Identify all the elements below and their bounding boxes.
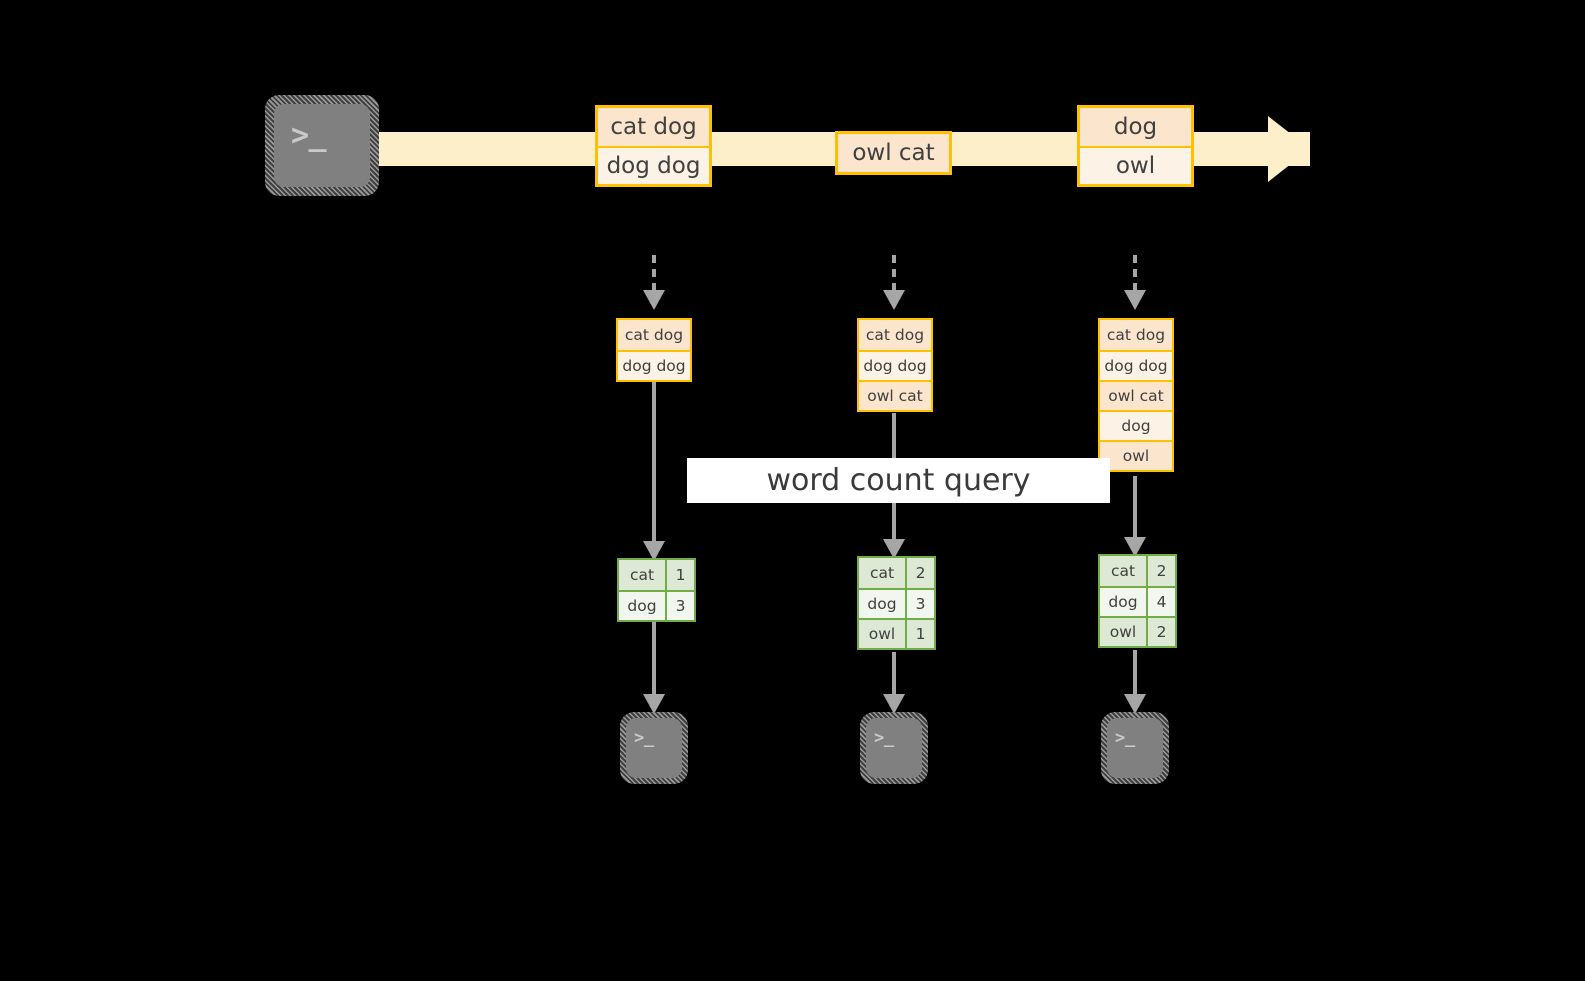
snapshot-3-line-5: owl bbox=[1100, 440, 1172, 470]
snapshot-3-line-2: dog dog bbox=[1100, 350, 1172, 380]
ingest-arrow-line-3 bbox=[1133, 255, 1137, 291]
table-row: dog 3 bbox=[859, 588, 934, 618]
stream-event-2-line-1: owl cat bbox=[838, 134, 949, 172]
terminal-prompt-glyph: >_ bbox=[291, 118, 327, 153]
snapshot-2-result: cat 2 dog 3 owl 1 bbox=[857, 556, 936, 650]
result-count: 3 bbox=[667, 592, 694, 620]
ingest-arrow-line-2 bbox=[892, 255, 896, 291]
sink-arrow-head-3 bbox=[1124, 694, 1146, 714]
snapshot-3-result: cat 2 dog 4 owl 2 bbox=[1098, 554, 1177, 648]
terminal-body bbox=[626, 718, 682, 778]
dashed-down-arrow-icon bbox=[883, 290, 905, 310]
snapshot-2-line-2: dog dog bbox=[859, 350, 931, 380]
terminal-prompt-glyph: >_ bbox=[634, 728, 654, 748]
ingest-arrow-line-1 bbox=[652, 255, 656, 291]
sink-terminal-icon-1: >_ bbox=[620, 712, 688, 784]
result-count: 1 bbox=[907, 620, 934, 648]
terminal-body bbox=[866, 718, 922, 778]
result-count: 1 bbox=[667, 560, 694, 590]
table-row: dog 3 bbox=[619, 590, 694, 620]
snapshot-1-line-2: dog dog bbox=[618, 350, 690, 380]
sink-arrow-line-3 bbox=[1133, 650, 1137, 696]
terminal-prompt-glyph: >_ bbox=[1115, 728, 1135, 748]
stream-event-3-line-1: dog bbox=[1080, 108, 1191, 146]
stream-event-2: owl cat bbox=[835, 131, 952, 175]
snapshot-3-line-1: cat dog bbox=[1100, 320, 1172, 350]
query-label-text: word count query bbox=[766, 463, 1031, 498]
snapshot-1-line-1: cat dog bbox=[618, 320, 690, 350]
result-word: owl bbox=[1100, 618, 1148, 646]
sink-arrow-line-2 bbox=[892, 652, 896, 696]
sink-terminal-icon-3: >_ bbox=[1101, 712, 1169, 784]
snapshot-2-line-1: cat dog bbox=[859, 320, 931, 350]
dashed-down-arrow-icon bbox=[1124, 290, 1146, 310]
stream-event-1-line-2: dog dog bbox=[598, 146, 709, 184]
sink-terminal-icon-2: >_ bbox=[860, 712, 928, 784]
snapshot-1-result: cat 1 dog 3 bbox=[617, 558, 696, 622]
result-count: 2 bbox=[907, 558, 934, 588]
stream-event-1: cat dog dog dog bbox=[595, 105, 712, 187]
snapshot-3-line-3: owl cat bbox=[1100, 380, 1172, 410]
sink-arrow-head-2 bbox=[883, 694, 905, 714]
terminal-prompt-glyph: >_ bbox=[874, 728, 894, 748]
query-arrow-head-3 bbox=[1124, 537, 1146, 557]
query-arrow-line-3 bbox=[1133, 476, 1137, 539]
source-terminal-icon: >_ bbox=[265, 95, 379, 196]
dashed-down-arrow-icon bbox=[643, 290, 665, 310]
query-arrow-head-2 bbox=[883, 539, 905, 559]
result-word: dog bbox=[1100, 588, 1148, 616]
result-word: dog bbox=[619, 592, 667, 620]
result-word: cat bbox=[859, 558, 907, 588]
table-row: cat 2 bbox=[1100, 556, 1175, 586]
query-arrow-head-1 bbox=[643, 541, 665, 561]
result-word: owl bbox=[859, 620, 907, 648]
result-count: 3 bbox=[907, 590, 934, 618]
sink-arrow-head-1 bbox=[643, 694, 665, 714]
table-row: cat 1 bbox=[619, 560, 694, 590]
table-row: dog 4 bbox=[1100, 586, 1175, 616]
stream-event-1-line-1: cat dog bbox=[598, 108, 709, 146]
query-arrow-line-1 bbox=[652, 382, 656, 543]
table-row: owl 2 bbox=[1100, 616, 1175, 646]
terminal-body bbox=[274, 104, 370, 187]
snapshot-3-table: cat dog dog dog owl cat dog owl bbox=[1098, 318, 1174, 472]
result-count: 2 bbox=[1148, 556, 1175, 586]
snapshot-1-table: cat dog dog dog bbox=[616, 318, 692, 382]
sink-arrow-line-1 bbox=[652, 622, 656, 696]
snapshot-2-table: cat dog dog dog owl cat bbox=[857, 318, 933, 412]
result-count: 2 bbox=[1148, 618, 1175, 646]
snapshot-2-line-3: owl cat bbox=[859, 380, 931, 410]
table-row: cat 2 bbox=[859, 558, 934, 588]
result-word: dog bbox=[859, 590, 907, 618]
terminal-body bbox=[1107, 718, 1163, 778]
result-count: 4 bbox=[1148, 588, 1175, 616]
result-word: cat bbox=[1100, 556, 1148, 586]
right-arrow-icon bbox=[1268, 116, 1310, 182]
table-row: owl 1 bbox=[859, 618, 934, 648]
snapshot-3-line-4: dog bbox=[1100, 410, 1172, 440]
result-word: cat bbox=[619, 560, 667, 590]
query-label-band: word count query bbox=[687, 458, 1110, 503]
stream-event-3: dog owl bbox=[1077, 105, 1194, 187]
stream-event-3-line-2: owl bbox=[1080, 146, 1191, 184]
